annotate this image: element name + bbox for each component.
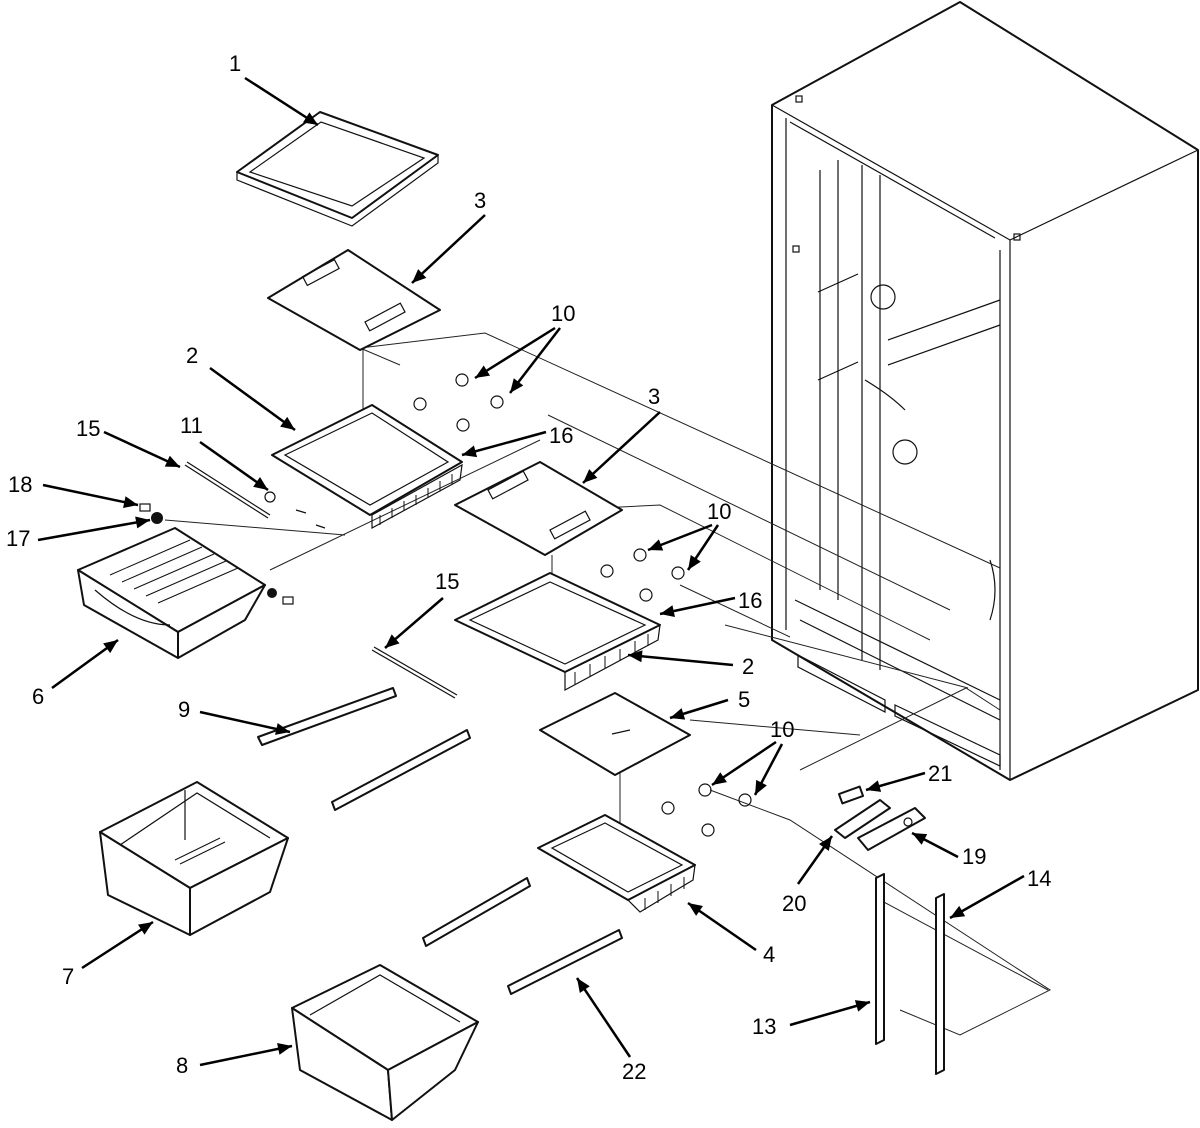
- leader-1-line: [244, 76, 319, 127]
- callout-22: 22: [622, 1059, 646, 1084]
- callout-2b: 2: [742, 654, 754, 679]
- part-3-cover-glass-lower: [454, 461, 623, 556]
- callout-2a: 2: [186, 343, 198, 368]
- leader-10a2-arrowhead: [510, 378, 524, 393]
- callout-7: 7: [62, 964, 74, 989]
- leader-18-arrowhead: [123, 496, 138, 508]
- leader-5-arrowhead: [670, 708, 686, 720]
- part-4-deli-drawer-frame: [537, 814, 696, 913]
- part-7-crisper-drawer: [99, 781, 289, 936]
- leader-4-arrowhead: [688, 903, 703, 916]
- callout-5: 5: [738, 687, 750, 712]
- callout-10b: 10: [707, 499, 731, 524]
- part-14-rail: [935, 893, 945, 1075]
- leader-arrows: [37, 76, 1025, 1067]
- part-6-crisper-drawer: [77, 527, 266, 659]
- leader-10c1-arrowhead: [712, 772, 727, 785]
- part-5-glass-shelf: [539, 692, 691, 776]
- leader-15a-arrowhead: [164, 455, 180, 467]
- leader-18-line: [42, 483, 139, 507]
- leader-2a-line: [209, 366, 296, 432]
- leader-14-arrowhead: [950, 905, 966, 918]
- leader-2a-arrowhead: [280, 416, 295, 430]
- part-2-drawer-frame-lower: [454, 572, 661, 692]
- part-15-rods: [184, 461, 458, 699]
- leader-9-line: [199, 710, 291, 734]
- leader-2b-line: [627, 653, 734, 667]
- leader-10a1-line: [474, 326, 556, 380]
- part-19-20-21-hinges: [834, 785, 926, 851]
- leader-14-line: [949, 874, 1025, 920]
- leader-10b1-arrowhead: [648, 539, 664, 551]
- callout-10a: 10: [551, 301, 575, 326]
- callout-labels: 1 2 2 3 3 4 5 6 7 8 9 10 10 10 11 13 14 …: [6, 51, 1051, 1084]
- callout-10c: 10: [770, 717, 794, 742]
- leader-6-arrowhead: [103, 640, 118, 654]
- leader-7-line: [81, 920, 154, 970]
- leader-20-arrowhead: [819, 836, 832, 851]
- callout-15a: 15: [76, 416, 100, 441]
- callout-20: 20: [782, 891, 806, 916]
- leader-16a-arrowhead: [462, 445, 478, 458]
- part-10-hardware-lower: [661, 783, 752, 837]
- callout-8: 8: [176, 1053, 188, 1078]
- callout-6: 6: [32, 684, 44, 709]
- leader-8-arrowhead: [277, 1042, 292, 1055]
- part-8-crisper-drawer: [291, 964, 479, 1121]
- part-22-slides: [422, 877, 623, 995]
- leader-3b-arrowhead: [583, 469, 598, 483]
- leader-15b-arrowhead: [385, 634, 400, 648]
- leader-16a-line: [461, 430, 547, 457]
- part-11-roller: [264, 491, 326, 529]
- leader-3a-line: [411, 214, 486, 284]
- callout-16b: 16: [738, 588, 762, 613]
- part-3-cover-glass-upper: [267, 249, 441, 351]
- leader-9-arrowhead: [275, 723, 290, 735]
- callout-1: 1: [229, 51, 241, 76]
- callout-3b: 3: [648, 384, 660, 409]
- callout-21: 21: [928, 761, 952, 786]
- callout-4: 4: [763, 942, 775, 967]
- part-13-rail: [875, 873, 885, 1045]
- refrigerator-cabinet: [771, 1, 1199, 781]
- leader-17-arrowhead: [135, 516, 150, 529]
- leader-22-line: [575, 977, 632, 1058]
- callout-9: 9: [178, 697, 190, 722]
- leader-3b-line: [582, 411, 661, 484]
- part-9-slides: [257, 687, 471, 811]
- part-17-18-small-hardware: [139, 503, 294, 605]
- leader-21-arrowhead: [866, 780, 882, 792]
- leader-10a1-arrowhead: [475, 365, 491, 378]
- callout-18: 18: [8, 472, 32, 497]
- callout-19: 19: [962, 844, 986, 869]
- leader-22-arrowhead: [577, 978, 590, 993]
- leader-3a-arrowhead: [412, 269, 427, 283]
- leader-10c2-arrowhead: [755, 779, 767, 795]
- part-10-hardware-upper: [413, 373, 504, 432]
- callout-14: 14: [1027, 866, 1051, 891]
- callout-11: 11: [180, 413, 203, 438]
- leader-7-arrowhead: [137, 922, 153, 935]
- leader-2b-arrowhead: [628, 650, 643, 663]
- leader-8-line: [199, 1044, 293, 1067]
- callout-3a: 3: [474, 188, 486, 213]
- leader-17-line: [37, 518, 151, 542]
- part-1-shelf: [236, 111, 439, 227]
- part-2-drawer-frame-upper: [271, 404, 463, 530]
- leader-11-arrowhead: [253, 477, 268, 490]
- callout-15b: 15: [435, 569, 459, 594]
- leader-19-arrowhead: [912, 833, 928, 845]
- leader-13-arrowhead: [854, 1000, 870, 1012]
- leader-10b2-arrowhead: [688, 555, 701, 570]
- leader-16b-arrowhead: [660, 605, 675, 617]
- part-10-hardware-middle: [600, 548, 685, 602]
- callout-16a: 16: [549, 423, 573, 448]
- callout-17: 17: [6, 526, 30, 551]
- leader-1-arrowhead: [302, 112, 318, 125]
- callout-13: 13: [752, 1014, 776, 1039]
